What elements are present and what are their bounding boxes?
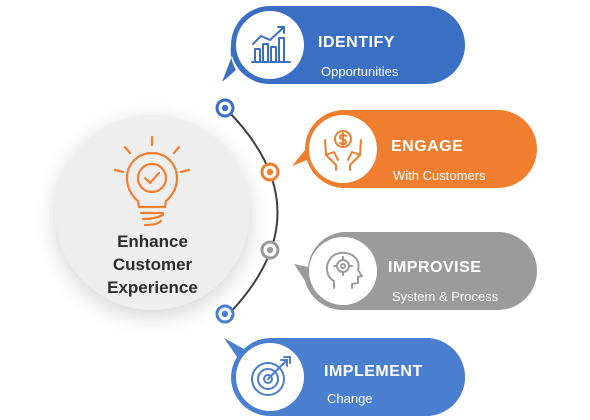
connector-dot-identify: [215, 98, 235, 118]
step-engage-title: ENGAGE: [391, 138, 464, 155]
connector-dot-improvise: [260, 240, 280, 260]
connector-dot-implement: [215, 304, 235, 324]
step-implement-subtitle: Change: [327, 391, 373, 406]
step-implement-title: IMPLEMENT: [324, 363, 423, 380]
growth-chart-icon: [251, 26, 291, 63]
connector-arc: [224, 107, 279, 319]
hands-dollar-icon: [324, 130, 362, 171]
step-identify-subtitle: Opportunities: [321, 64, 399, 79]
connector-dot-engage: [260, 162, 280, 182]
hub-label: Enhance Customer Experience: [107, 232, 198, 297]
step-engage-subtitle: With Customers: [393, 168, 486, 183]
step-engage-bubble: [292, 110, 537, 188]
step-identify-title: IDENTIFY: [318, 34, 395, 51]
step-improvise-subtitle: System & Process: [392, 289, 499, 304]
head-gear-icon: [325, 251, 363, 289]
hub-circle: Enhance Customer Experience: [55, 115, 250, 310]
step-improvise-title: IMPROVISE: [388, 259, 482, 276]
lightbulb-check-icon: [113, 135, 191, 227]
target-arrow-icon: [251, 356, 291, 396]
